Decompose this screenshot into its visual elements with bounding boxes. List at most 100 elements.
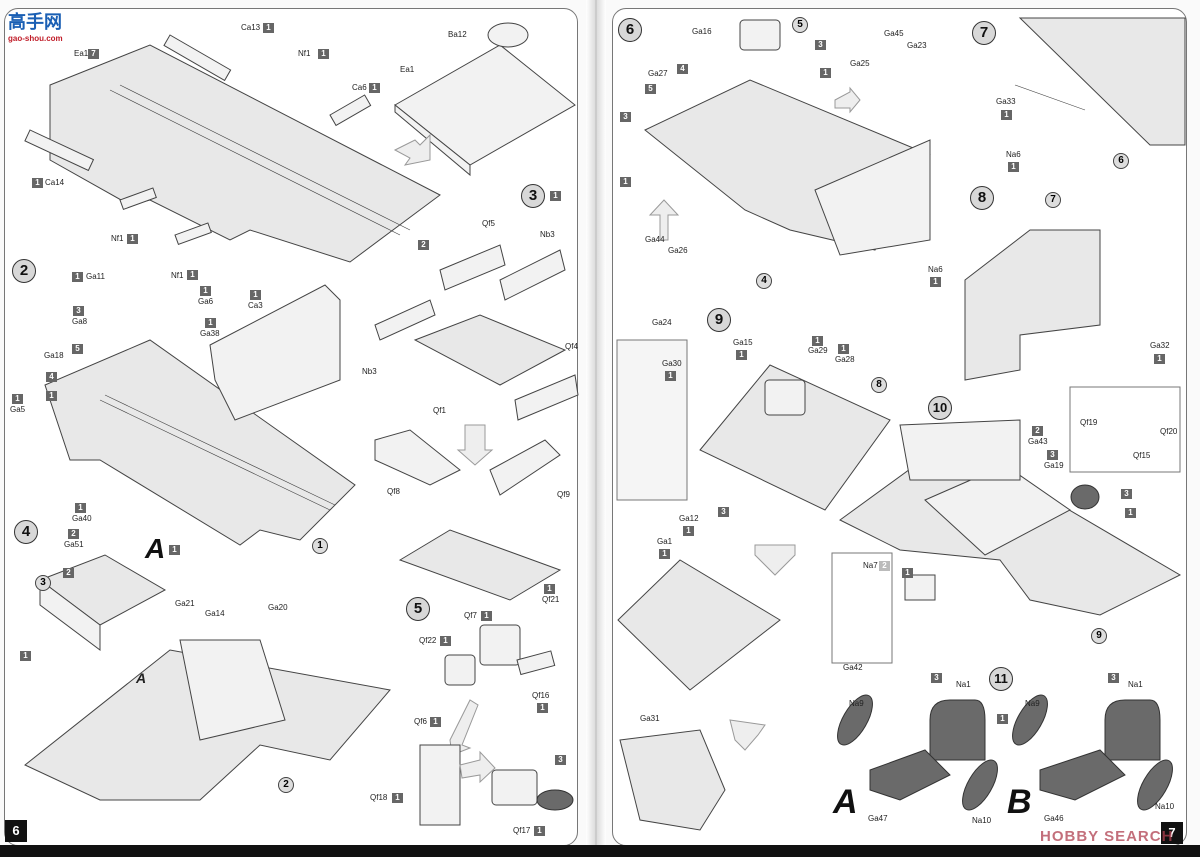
label-ga43: Ga43 [1028,437,1048,446]
qty-callout-A: 1 [169,545,180,555]
label-ga15: Ga15 [733,338,753,347]
qty-ga32: 1 [1154,354,1165,364]
label-qf18: Qf18 [370,793,388,802]
label-na1-A: Na1 [956,680,971,689]
label-ga12: Ga12 [679,514,699,523]
page-number-left: 6 [5,820,27,842]
label-na6-step7: Na6 [1006,150,1021,159]
qty-lever-3: 3 [815,40,826,50]
label-ga23: Ga23 [907,41,927,50]
qty-ga33: 1 [1001,110,1012,120]
qty-ga6: 1 [200,286,211,296]
label-na10-B: Na10 [1155,802,1175,811]
qty-na7: 2 [879,561,890,571]
qty-qf21: 1 [544,584,555,594]
label-qf8: Qf8 [387,487,400,496]
subassembly-ref-5-step6: 5 [792,17,808,33]
qty-qf18: 1 [392,793,403,803]
qty-ga12: 1 [683,526,694,536]
qty-ga27-4: 4 [677,64,688,74]
scan-bottom-edge [0,845,1200,857]
qty-ga43: 2 [1032,426,1043,436]
qty-na10: 1 [997,714,1008,724]
label-ga1: Ga1 [657,537,673,546]
label-ga21: Ga21 [175,599,195,608]
qty-qf22: 1 [440,636,451,646]
subassembly-ref-3-step4: 3 [35,575,51,591]
qty-box: 1 [902,568,913,578]
qty-left-lever-3: 3 [620,112,631,122]
label-na9-B: Na9 [1025,699,1040,708]
qty-na1-A: 3 [931,673,942,683]
label-ga33: Ga33 [996,97,1016,106]
watermark-url: gao-shou.com [8,34,63,43]
label-nf1-mid: Nf1 [111,234,124,243]
label-ga29: Ga29 [808,346,828,355]
label-ca6: Ca6 [352,83,367,92]
qty-ca13: 1 [263,23,274,33]
qty-nf1-low: 1 [187,270,198,280]
callout-A: A [145,533,166,564]
watermark-cn-text: 高手网 [8,12,62,32]
label-ga6: Ga6 [198,297,214,306]
qty-qf6: 1 [430,717,441,727]
qty-na6-step8: 1 [930,277,941,287]
label-ca14: Ca14 [45,178,65,187]
label-ga44: Ga44 [645,235,665,244]
label-ga47: Ga47 [868,814,888,823]
qty-ga28: 1 [838,344,849,354]
subassembly-ref-6-step7: 6 [1113,153,1129,169]
label-ga42: Ga42 [843,663,863,672]
label-qf16: Qf16 [532,691,550,700]
label-qf4: Qf4 [565,342,578,351]
label-ga30: Ga30 [662,359,682,368]
label-ga31: Ga31 [640,714,660,723]
label-qf5: Qf5 [482,219,495,228]
label-qf17: Qf17 [513,826,531,835]
label-na10-A: Na10 [972,816,992,825]
qty-ca3: 1 [250,290,261,300]
qty-ga18-5: 5 [72,344,83,354]
qty-drum-3: 3 [1121,489,1132,499]
label-qf20: Qf20 [1160,427,1178,436]
qty-ga19: 3 [1047,450,1058,460]
step-8-badge: 8 [970,186,994,210]
label-qf1: Qf1 [433,406,446,415]
step-5-badge: 5 [406,597,430,621]
label-qf21: Qf21 [542,595,560,604]
label-ga32: Ga32 [1150,341,1170,350]
label-na6-step8: Na6 [928,265,943,274]
variant-B-label: B [1007,783,1032,821]
step-6-badge: 6 [618,18,642,42]
qty-ca14: 1 [32,178,43,188]
label-ca13: Ca13 [241,23,261,32]
page-right [612,8,1187,846]
label-nf1-low: Nf1 [171,271,184,280]
label-ga25: Ga25 [850,59,870,68]
page-left [4,8,578,846]
label-ea1: Ea1 [74,49,89,58]
label-ba12: Ba12 [448,30,467,39]
qty-left-lever-1: 1 [620,177,631,187]
qty-ga18-4: 4 [46,372,57,382]
qty-ca6: 1 [369,83,380,93]
qty-step4-1: 1 [20,651,31,661]
qty-step3: 1 [550,191,561,201]
qty-drum-1: 1 [1125,508,1136,518]
qty-ga5: 1 [12,394,23,404]
qty-ga51: 2 [68,529,79,539]
watermark-hobbysearch: HOBBY SEARCH [1040,828,1174,845]
subassembly-ref-2-step4: 2 [278,777,294,793]
label-ga14: Ga14 [205,609,225,618]
qty-ga1: 1 [659,549,670,559]
qty-na6-step7: 1 [1008,162,1019,172]
subassembly-ref-4-step6: 4 [756,273,772,289]
qty-qf17-set: 3 [555,755,566,765]
label-ga5: Ga5 [10,405,26,414]
variant-A-label: A [833,783,858,821]
subassembly-ref-9-step10: 9 [1091,628,1107,644]
label-na1-B: Na1 [1128,680,1143,689]
subassembly-ref-7-step8: 7 [1045,192,1061,208]
label-ca3: Ca3 [248,301,263,310]
